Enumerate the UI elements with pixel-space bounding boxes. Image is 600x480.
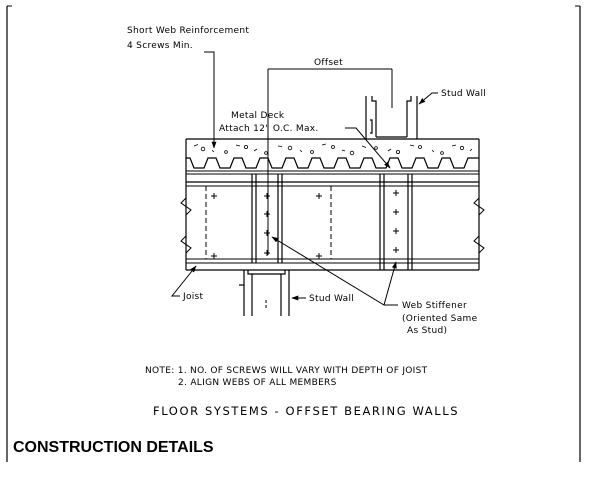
label-oriented: (Oriented Same	[402, 314, 478, 324]
concrete-slab	[185, 138, 480, 183]
break-mark-right-upper	[473, 197, 485, 216]
label-offset: Offset	[314, 58, 343, 68]
construction-details-heading: CONSTRUCTION DETAILS	[13, 439, 214, 456]
label-as-stud: As Stud)	[407, 326, 447, 336]
leader-short-web	[204, 51, 217, 149]
stud-wall-bottom	[239, 270, 290, 316]
note-line-1: NOTE: 1. NO. OF SCREWS WILL VARY WITH DE…	[145, 366, 428, 376]
drawing-title: FLOOR SYSTEMS - OFFSET BEARING WALLS	[153, 404, 459, 418]
label-stud-wall-top: Stud Wall	[441, 89, 486, 99]
screw-marks	[211, 190, 399, 259]
break-mark-left-lower	[180, 235, 192, 254]
label-metal-deck: Metal Deck	[231, 111, 285, 121]
short-web-reinforcement	[205, 186, 332, 259]
aggregate-pattern	[193, 143, 473, 156]
leader-web-stiffener-2	[383, 261, 397, 306]
label-web-stiffener: Web Stiffener	[402, 301, 467, 311]
leader-metal-deck	[345, 127, 391, 169]
offset-dimension	[267, 68, 393, 255]
label-joist: Joist	[182, 292, 204, 302]
joist	[180, 182, 485, 271]
leader-joist	[170, 265, 197, 297]
break-mark-right-lower	[473, 235, 485, 254]
break-mark-left-upper	[180, 197, 192, 216]
web-stiffeners	[251, 174, 413, 270]
label-attach: Attach 12" O.C. Max.	[219, 124, 319, 134]
label-short-web-reinforcement: Short Web Reinforcement	[127, 26, 249, 36]
sheet-border	[6, 5, 581, 462]
leader-stud-wall-top	[418, 92, 438, 105]
label-stud-wall-bottom: Stud Wall	[309, 294, 354, 304]
note-line-2: 2. ALIGN WEBS OF ALL MEMBERS	[178, 378, 337, 388]
metal-deck-profile	[186, 157, 479, 169]
label-screws-min: 4 Screws Min.	[127, 41, 193, 51]
leader-lines	[170, 51, 438, 306]
